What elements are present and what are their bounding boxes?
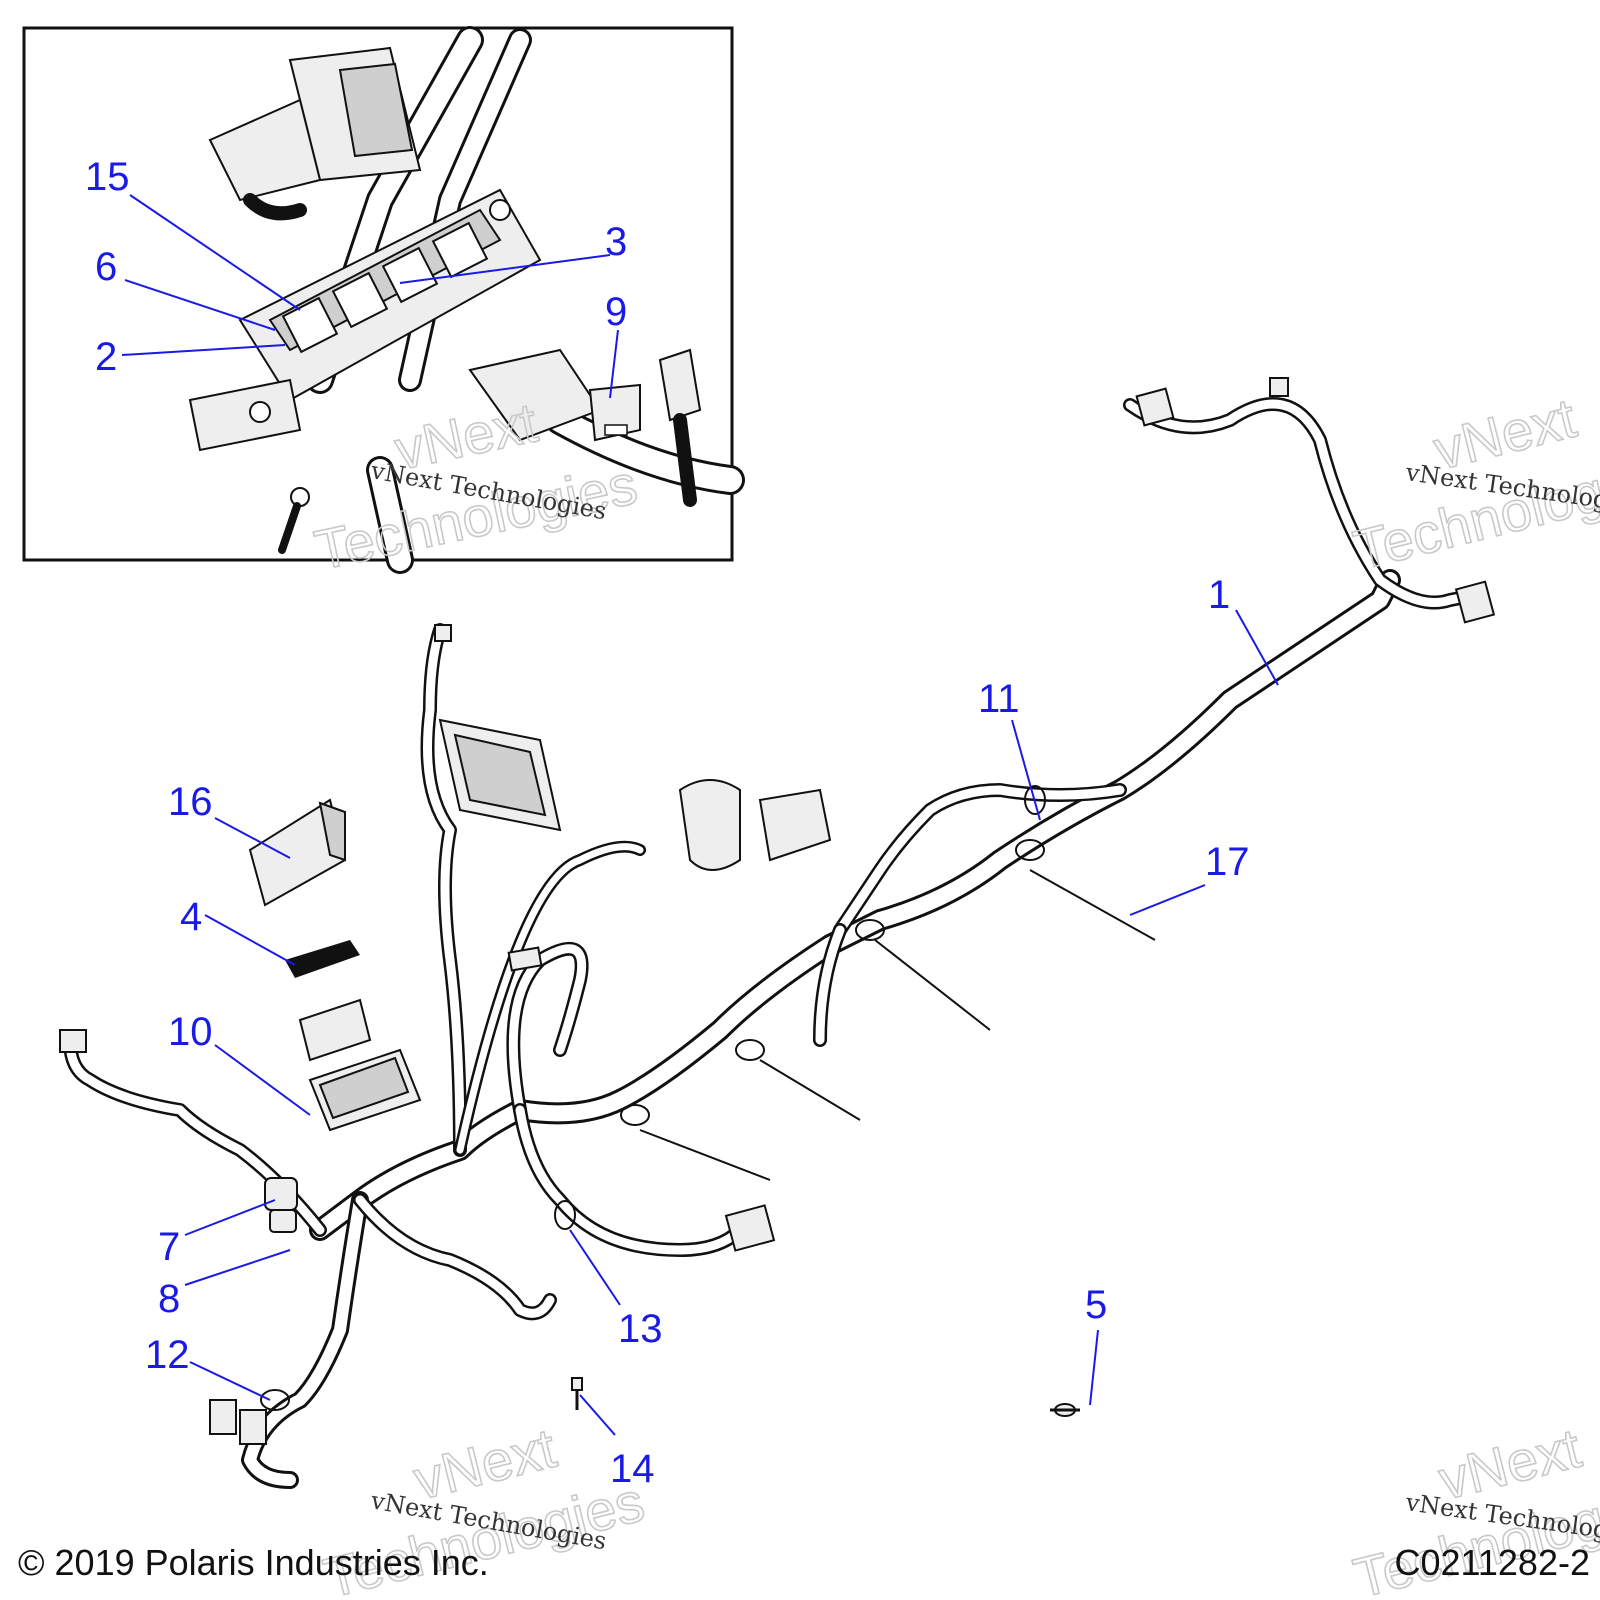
callout-12: 12	[145, 1333, 190, 1377]
callout-3: 3	[605, 220, 627, 264]
callout-4: 4	[180, 895, 202, 939]
callout-2: 2	[95, 335, 117, 379]
watermarks: vNext Technologies vNext Technologies vN…	[317, 385, 1600, 1600]
copyright-text: © 2019 Polaris Industries Inc.	[18, 1542, 489, 1583]
callout-16: 16	[168, 780, 213, 824]
callout-9: 9	[605, 290, 627, 334]
inset-detail-view: 15 6 2 3 9 vNext Technologies vNext Tech…	[22, 26, 745, 583]
callout-10: 10	[168, 1010, 213, 1054]
callout-6: 6	[95, 245, 117, 289]
callout-1: 1	[1208, 573, 1230, 617]
callout-14: 14	[610, 1447, 655, 1491]
callout-11: 11	[978, 677, 1020, 721]
callout-5: 5	[1085, 1283, 1107, 1327]
callout-7: 7	[158, 1225, 180, 1269]
callout-15: 15	[85, 155, 130, 199]
main-harness: 1 11 17 16 4 10 7 8 12 13 14 5	[59, 377, 1496, 1491]
callout-13: 13	[618, 1307, 663, 1351]
callout-8: 8	[158, 1277, 180, 1321]
callout-17: 17	[1205, 840, 1250, 884]
drawing-number: C0211282-2	[1395, 1542, 1591, 1583]
